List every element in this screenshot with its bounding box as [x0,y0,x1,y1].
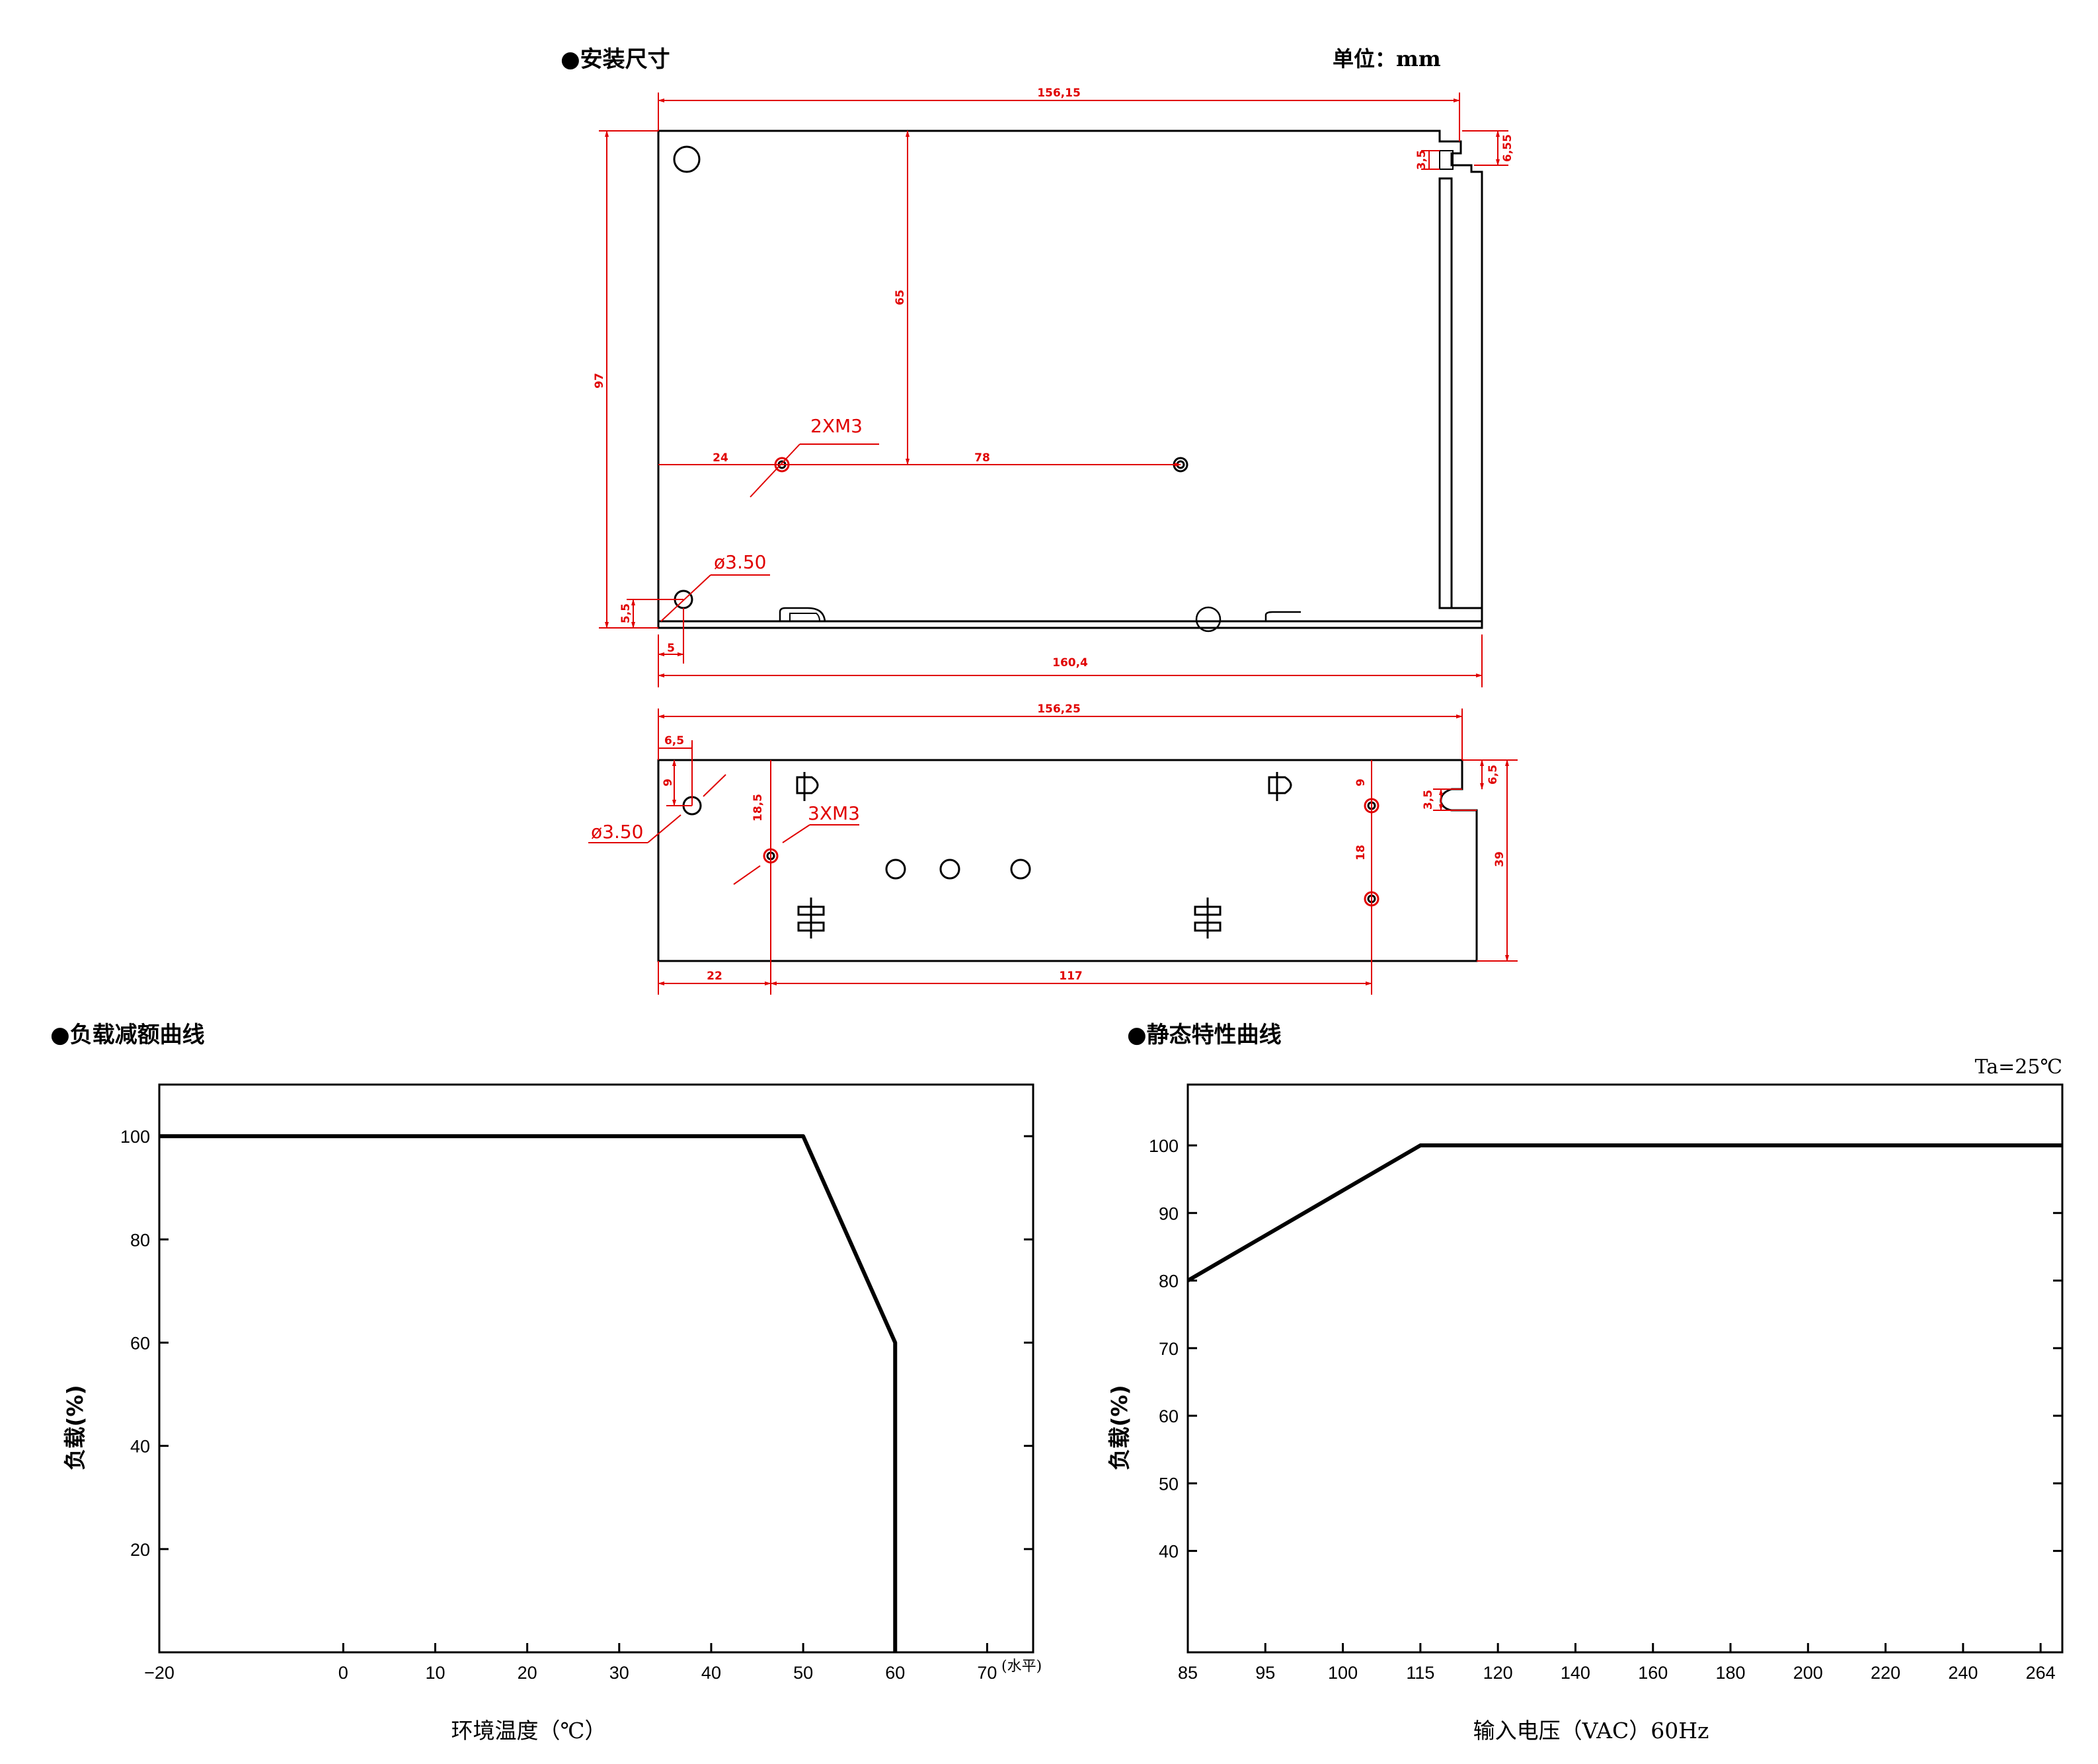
chart1-xtick-label: 40 [701,1663,721,1683]
side-dim-right-spacing: 18 [1354,845,1368,861]
dim-screws: 2XM3 [810,415,863,437]
side-dim-tab-small: 3,5 [1422,790,1435,810]
chart2-xtick-label: 160 [1638,1663,1668,1683]
chart2-ytick-label: 60 [1159,1406,1179,1426]
top-corner-hole [673,145,701,173]
chart1-ylabel: 负载(%) [62,1385,88,1470]
side-dim-offset-left: 22 [707,970,722,983]
chart2-series-line [1186,1143,2062,1283]
chart1-xtick-label: 30 [609,1663,629,1683]
chart2-xtick-label: 85 [1178,1663,1198,1683]
dim-tab-small: 3,5 [1415,150,1428,170]
chart1-xtick-label: 50 [793,1663,813,1683]
derating-heading: ●负载减额曲线 [50,1022,205,1048]
side-view: 156,25 6,5 9 ø3.50 18,5 3XM3 9 18 6,5 3,… [588,703,1518,995]
chart1-xtick-label: 10 [425,1663,445,1683]
chart2-ytick-label: 80 [1159,1272,1179,1291]
mechanical-drawing: 156,15 97 65 24 78 2XM3 ø3.50 5,5 5 160,… [588,87,1518,995]
unit-label: 单位：mm [1333,46,1441,71]
static-chart: Ta=25℃ 40 50 60 70 80 90 100 85 95 100 115 120 140 1… [1107,1055,2064,1744]
chart2-ytick-label: 100 [1149,1136,1179,1156]
chart2-xtick-label: 240 [1948,1663,1978,1683]
static-heading: ●静态特性曲线 [1127,1022,1282,1048]
chart2-ytick-label: 90 [1159,1204,1179,1223]
chart2-ytick-label: 70 [1159,1339,1179,1359]
chart1-ytick-label: 60 [130,1333,150,1353]
chart2-xtick-label: 95 [1255,1663,1275,1683]
side-dim-right-top: 9 [1354,779,1368,786]
chart2-xtick-label: 100 [1328,1663,1358,1683]
chart1-xtick-label: 20 [518,1663,537,1683]
chart2-xtick-label: 264 [2026,1663,2056,1683]
side-dim-hole-dia: ø3.50 [591,821,643,843]
side-dim-tab-height: 6,5 [1487,765,1500,785]
chart1-ytick-label: 100 [120,1127,150,1147]
chart2-xtick-label: 180 [1715,1663,1745,1683]
chart1-ytick-label: 20 [130,1540,150,1560]
dim-height-total: 97 [593,373,606,389]
top-view: 156,15 97 65 24 78 2XM3 ø3.50 5,5 5 160,… [593,87,1514,687]
install-heading: ●安装尺寸 [561,46,670,73]
chart2-annotation: Ta=25℃ [1975,1055,2062,1079]
dim-height-hole: 65 [894,289,907,305]
side-dim-screws: 3XM3 [808,802,860,824]
chart1-x-suffix: (水平) [1001,1658,1042,1675]
chart2-xtick-label: 220 [1871,1663,1900,1683]
chart1-series-line [159,1134,898,1652]
chart2-xtick-label: 200 [1793,1663,1823,1683]
chart2-xtick-label: 140 [1561,1663,1590,1683]
chart1-xtick-label: 70 [977,1663,997,1683]
dim-bottom-width: 160,4 [1052,656,1088,670]
side-dim-height: 39 [1493,851,1506,867]
side-dim-width: 156,25 [1037,703,1081,716]
chart2-frame [1186,1083,2064,1654]
dim-edge-left: 5 [667,642,675,655]
dim-hole-spacing: 78 [974,451,990,465]
chart1-xtick-label: 60 [885,1663,905,1683]
chart1-xlabel: 环境温度（℃） [451,1718,607,1744]
side-dim-edge-top: 9 [662,779,675,786]
chart1-ytick-label: 80 [130,1230,150,1250]
side-dim-edge-left: 6,5 [664,734,684,748]
chart2-xlabel: 输入电压（VAC）60Hz [1473,1718,1709,1744]
chart2-xtick-label: 120 [1483,1663,1513,1683]
chart2-xtick-label: 115 [1406,1663,1434,1683]
chart1-xtick-label: −20 [144,1663,175,1683]
chart1-frame [158,1083,1034,1654]
dim-edge-bottom: 5,5 [619,603,633,623]
dim-top-width: 156,15 [1037,87,1081,100]
chart1-xtick-label: 0 [338,1663,348,1683]
dim-tab-height: 6,55 [1501,134,1514,162]
chart2-ytick-label: 50 [1159,1474,1179,1494]
chart1-ytick-label: 40 [130,1437,150,1457]
top-view-outline [657,130,1483,629]
chart2-ytick-label: 40 [1159,1542,1179,1562]
dim-offset-left: 24 [713,451,728,465]
side-dim-hole-spacing: 117 [1059,970,1083,983]
side-dim-hole-height: 18,5 [752,794,765,822]
derating-chart: 20 40 60 80 100 −20 0 10 20 30 40 50 60 70 (水平) 环境温度… [62,1083,1042,1744]
dim-hole-dia: ø3.50 [714,551,766,573]
chart2-ylabel: 负载(%) [1107,1385,1132,1470]
